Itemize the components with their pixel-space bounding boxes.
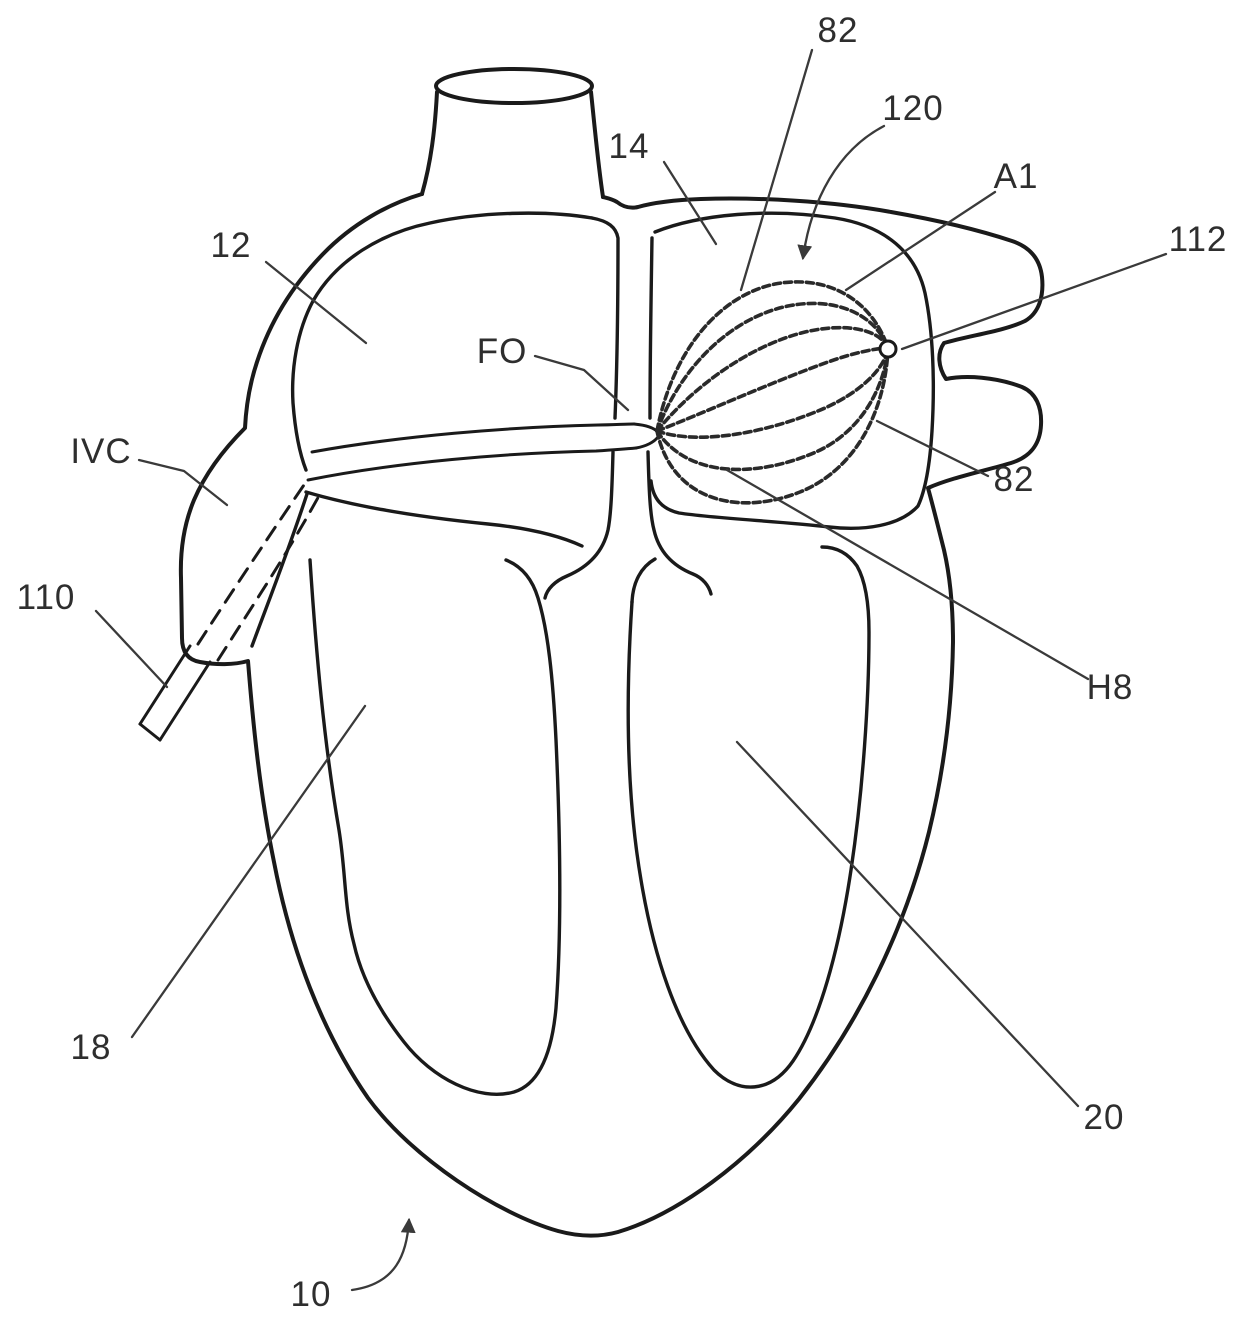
- label-fo: FO: [476, 332, 528, 371]
- label-18: 18: [70, 1028, 112, 1067]
- leader-18: [130, 704, 367, 1039]
- catheter-tip: [632, 422, 660, 434]
- catheter-shaft-top: [310, 422, 636, 454]
- catheter-in-ivc: [216, 492, 322, 662]
- septum-left-upper: [590, 216, 620, 420]
- label-110: 110: [16, 578, 76, 617]
- label-a1: A1: [993, 157, 1039, 196]
- label-12: 12: [210, 226, 252, 265]
- leader-a1: [844, 190, 997, 292]
- leader-10-arrow: [350, 1217, 416, 1292]
- label-82-lower: 82: [993, 460, 1035, 499]
- catheter-end-cap: [138, 722, 162, 742]
- leader-120-arrow: [797, 124, 886, 261]
- left-ventricle-inner-wall: [308, 558, 562, 1096]
- catheter-shaft-bottom: [306, 446, 638, 482]
- right-atrium-floor: [304, 490, 584, 548]
- leader-82-top: [739, 48, 814, 292]
- delivery-catheter: [138, 422, 660, 742]
- outer-contour: [178, 192, 1045, 1238]
- right-ventricle-top-curl: [630, 557, 657, 604]
- basket-distal-hub: [878, 339, 898, 359]
- leader-12: [264, 260, 368, 345]
- leader-112: [900, 252, 1168, 351]
- leader-fo: [533, 354, 630, 412]
- basket-spline: [655, 348, 890, 439]
- basket-spline: [655, 325, 890, 433]
- atrial-septum-valves: [543, 450, 713, 600]
- leader-110: [94, 609, 169, 689]
- aorta-vessel: [420, 67, 605, 199]
- heart-outline: [178, 67, 1045, 1238]
- catheter-proximal-shaft: [158, 660, 212, 742]
- basket-spline: [655, 301, 890, 433]
- basket-spline: [655, 280, 890, 433]
- right-ventricle-inner-wall: [626, 545, 871, 1089]
- catheter-tip: [634, 435, 660, 450]
- left-atrium-inner-wall: [649, 211, 935, 530]
- label-10: 10: [290, 1275, 332, 1314]
- catheter-in-ivc: [196, 480, 308, 646]
- basket-spline: [655, 348, 890, 505]
- leader-82-lower: [875, 419, 990, 478]
- leader-ivc: [137, 458, 229, 507]
- label-20: 20: [1083, 1098, 1125, 1137]
- label-82-top: 82: [817, 11, 859, 50]
- label-112: 112: [1168, 220, 1228, 259]
- label-14: 14: [608, 127, 650, 166]
- label-h8: H8: [1086, 668, 1134, 707]
- label-120: 120: [882, 89, 944, 128]
- label-ivc: IVC: [70, 432, 132, 471]
- ivc-inner-wall: [250, 492, 309, 648]
- right-atrium-inner-wall: [290, 211, 594, 472]
- leader-h8: [725, 468, 1090, 681]
- basket-device: [655, 280, 898, 505]
- leader-14: [662, 160, 718, 246]
- basket-spline: [655, 348, 890, 472]
- septum-right-upper: [648, 236, 654, 420]
- leader-20: [735, 740, 1080, 1108]
- leader-lines: [94, 48, 1168, 1292]
- basket-spline: [655, 346, 890, 433]
